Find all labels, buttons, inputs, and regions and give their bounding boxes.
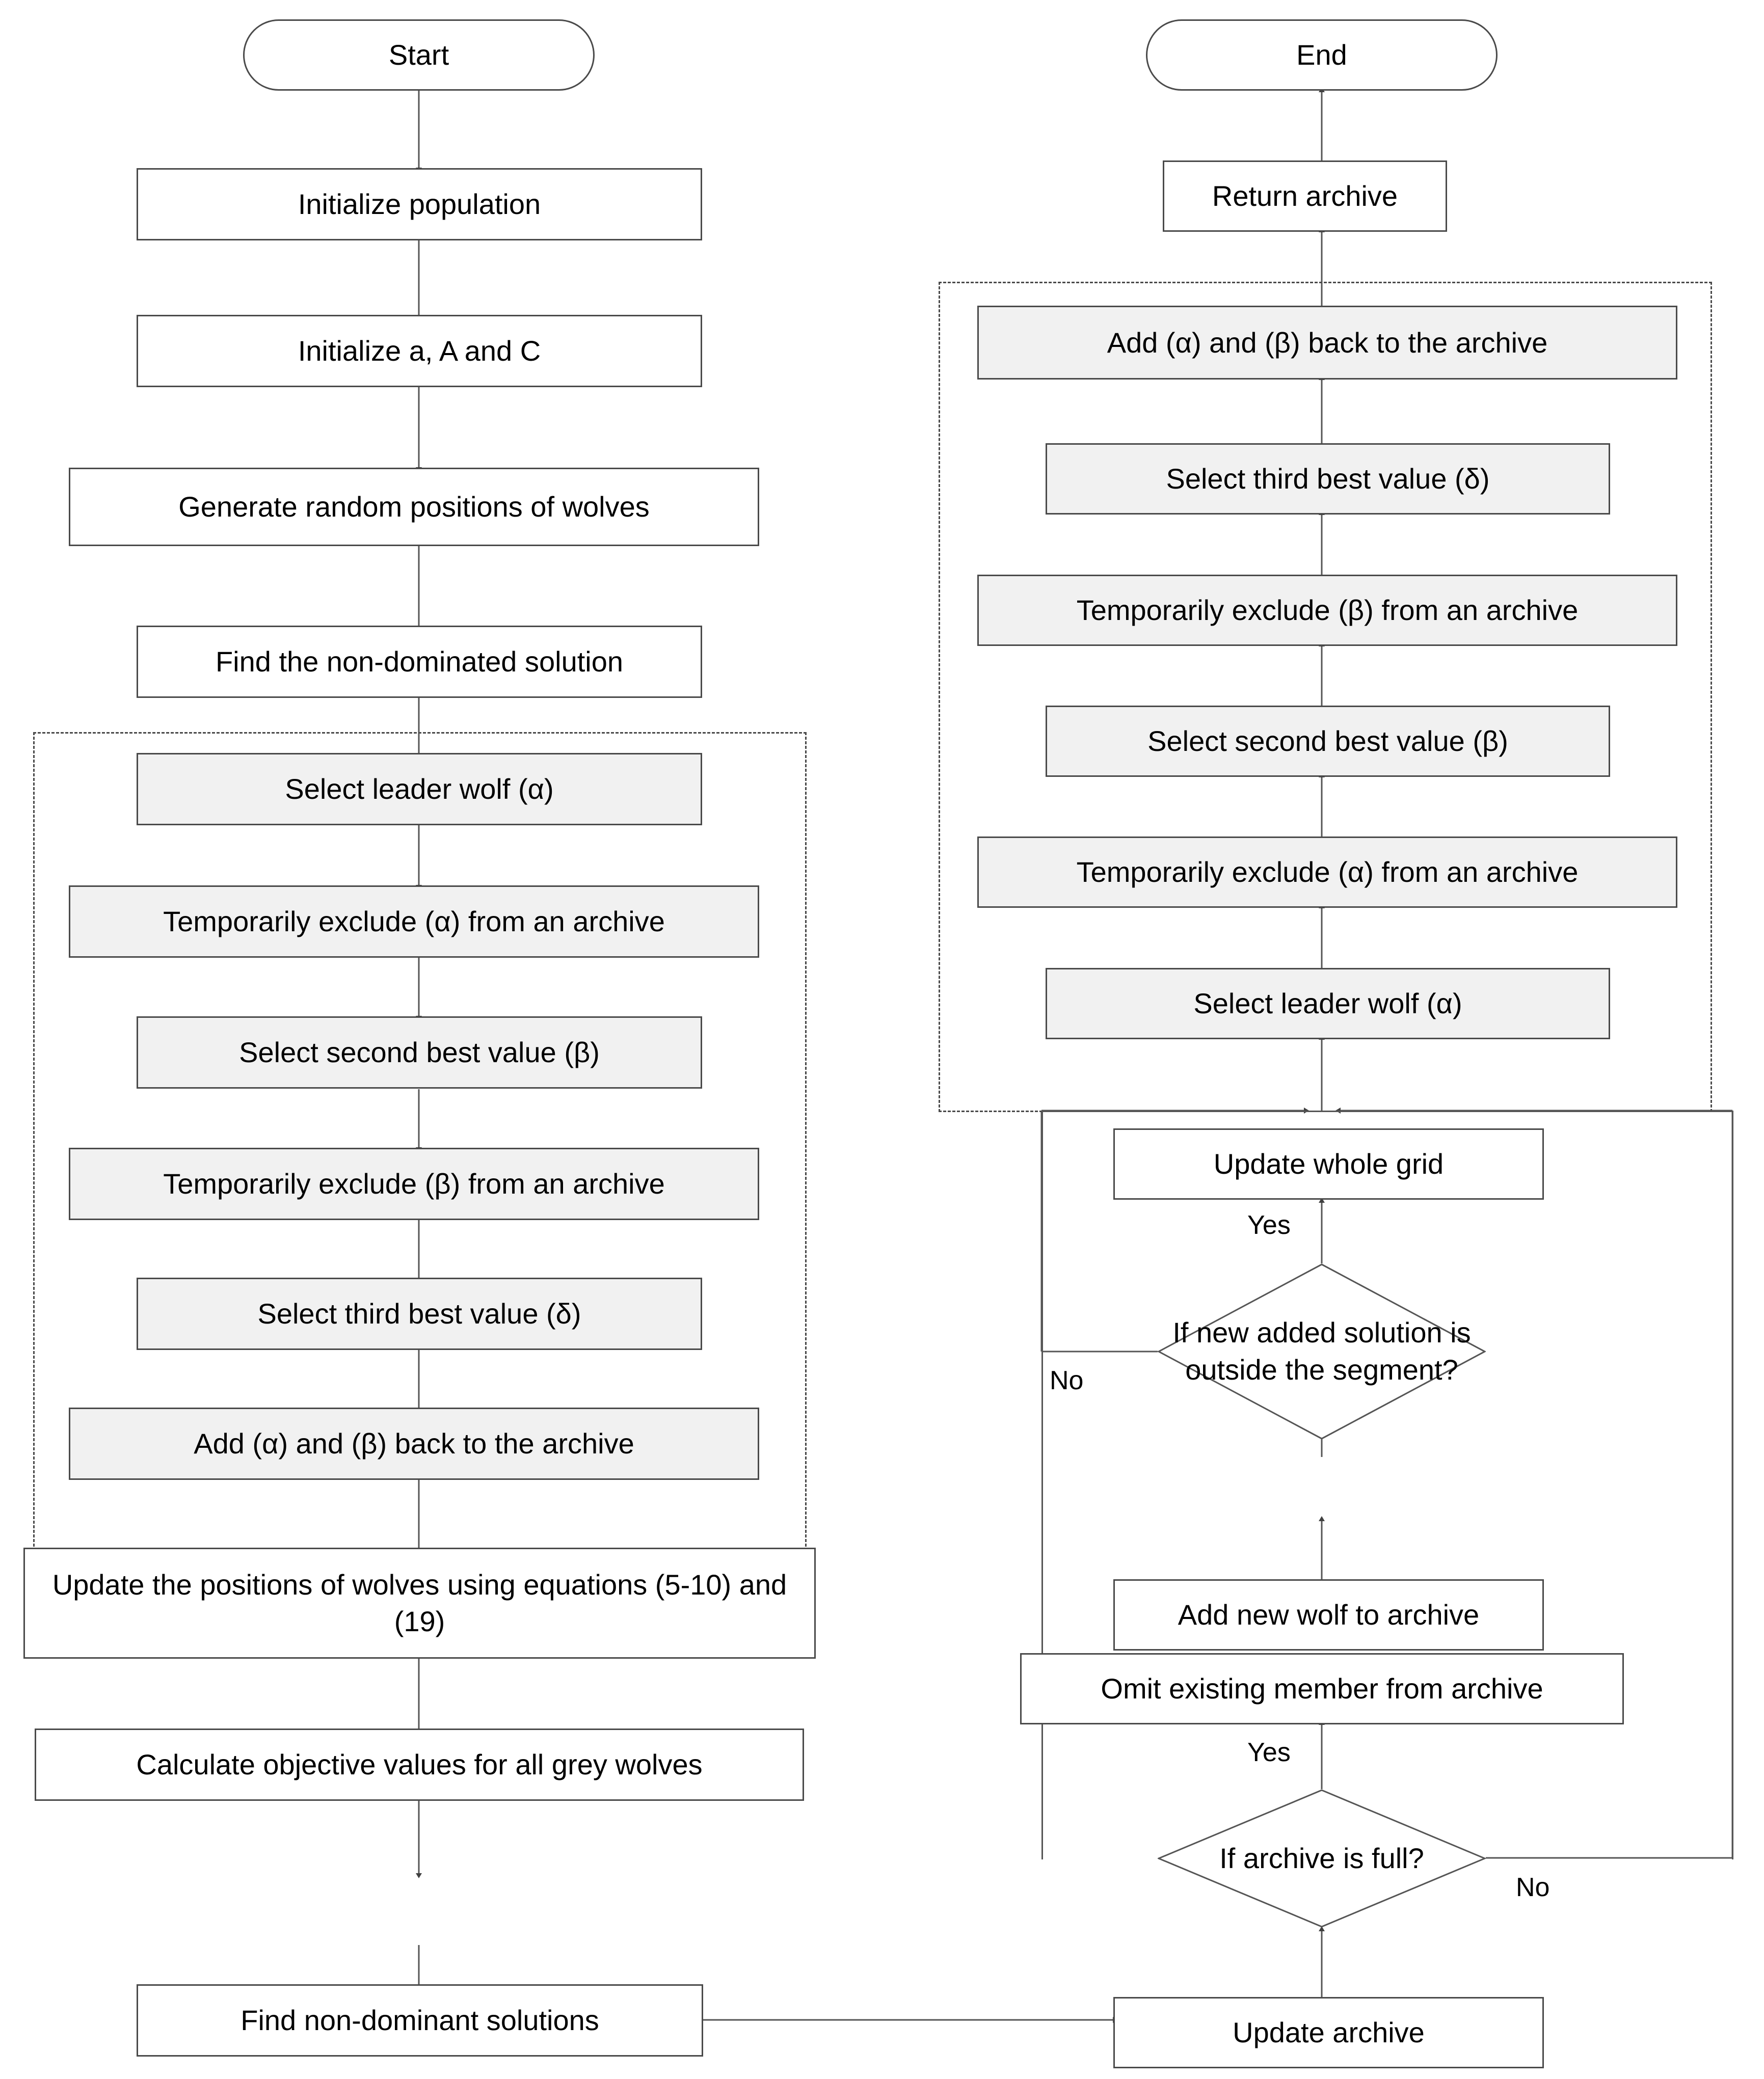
node-right-select-third-label: Select third best value (δ) bbox=[1166, 463, 1490, 495]
decision-segment[interactable]: If new added solution is outside the seg… bbox=[1157, 1263, 1487, 1440]
node-return-archive-label: Return archive bbox=[1212, 180, 1398, 212]
node-update-whole-grid[interactable]: Update whole grid bbox=[1113, 1128, 1544, 1200]
node-end-label: End bbox=[1296, 39, 1347, 71]
node-start-label: Start bbox=[388, 39, 449, 71]
node-left-exclude-beta[interactable]: Temporarily exclude (β) from an archive bbox=[69, 1148, 759, 1220]
node-left-select-third[interactable]: Select third best value (δ) bbox=[137, 1278, 702, 1350]
node-left-add-back-label: Add (α) and (β) back to the archive bbox=[194, 1427, 634, 1460]
node-initialize-a-A-C[interactable]: Initialize a, A and C bbox=[137, 315, 702, 387]
node-update-archive-label: Update archive bbox=[1233, 2016, 1425, 2049]
decision-archive-full-shape bbox=[1157, 1789, 1487, 1928]
decision-segment-label: If new added solution is outside the seg… bbox=[1172, 1316, 1471, 1386]
node-calculate-objective[interactable]: Calculate objective values for all grey … bbox=[35, 1729, 804, 1801]
edge-label-segment-no: No bbox=[1050, 1366, 1084, 1395]
node-left-select-second-label: Select second best value (β) bbox=[239, 1036, 600, 1069]
node-right-exclude-alpha[interactable]: Temporarily exclude (α) from an archive bbox=[977, 836, 1677, 908]
node-update-archive[interactable]: Update archive bbox=[1113, 1997, 1544, 2068]
edge-label-archive-full-yes: Yes bbox=[1247, 1738, 1291, 1767]
node-right-exclude-alpha-label: Temporarily exclude (α) from an archive bbox=[1076, 856, 1579, 888]
node-right-select-third[interactable]: Select third best value (δ) bbox=[1046, 443, 1610, 515]
node-update-positions-label: Update the positions of wolves using equ… bbox=[52, 1569, 787, 1637]
node-omit-existing-member-label: Omit existing member from archive bbox=[1101, 1672, 1543, 1705]
node-find-non-dominant-label: Find non-dominant solutions bbox=[240, 2004, 599, 2037]
node-start[interactable]: Start bbox=[243, 19, 595, 91]
node-find-non-dominated-label: Find the non-dominated solution bbox=[215, 645, 624, 678]
node-initialize-population[interactable]: Initialize population bbox=[137, 168, 702, 240]
node-find-non-dominant[interactable]: Find non-dominant solutions bbox=[137, 1984, 703, 2057]
node-right-exclude-beta-label: Temporarily exclude (β) from an archive bbox=[1076, 594, 1579, 627]
node-right-select-second[interactable]: Select second best value (β) bbox=[1046, 706, 1610, 777]
node-left-select-leader[interactable]: Select leader wolf (α) bbox=[137, 753, 702, 825]
edge-label-archive-full-no: No bbox=[1516, 1873, 1550, 1902]
node-left-exclude-alpha-label: Temporarily exclude (α) from an archive bbox=[163, 905, 665, 938]
node-right-add-back[interactable]: Add (α) and (β) back to the archive bbox=[977, 306, 1677, 380]
node-left-exclude-beta-label: Temporarily exclude (β) from an archive bbox=[163, 1168, 665, 1200]
node-right-add-back-label: Add (α) and (β) back to the archive bbox=[1107, 326, 1548, 359]
node-right-select-second-label: Select second best value (β) bbox=[1147, 725, 1508, 758]
node-initialize-a-A-C-label: Initialize a, A and C bbox=[298, 335, 541, 367]
decision-archive-full[interactable]: If archive is full? bbox=[1157, 1789, 1487, 1928]
edge-label-segment-yes: Yes bbox=[1247, 1210, 1291, 1240]
node-find-non-dominated[interactable]: Find the non-dominated solution bbox=[137, 626, 702, 698]
node-right-select-leader-label: Select leader wolf (α) bbox=[1193, 987, 1462, 1020]
node-left-select-second[interactable]: Select second best value (β) bbox=[137, 1016, 702, 1089]
node-initialize-population-label: Initialize population bbox=[298, 188, 541, 221]
node-generate-random-positions-label: Generate random positions of wolves bbox=[178, 491, 650, 523]
node-add-new-wolf-label: Add new wolf to archive bbox=[1178, 1599, 1480, 1631]
node-update-positions[interactable]: Update the positions of wolves using equ… bbox=[23, 1548, 816, 1659]
node-return-archive[interactable]: Return archive bbox=[1163, 160, 1447, 232]
node-calculate-objective-label: Calculate objective values for all grey … bbox=[136, 1748, 703, 1781]
node-update-whole-grid-label: Update whole grid bbox=[1213, 1148, 1444, 1180]
decision-segment-shape bbox=[1157, 1263, 1487, 1440]
node-end[interactable]: End bbox=[1146, 19, 1498, 91]
node-left-add-back[interactable]: Add (α) and (β) back to the archive bbox=[69, 1408, 759, 1480]
decision-archive-full-label: If archive is full? bbox=[1219, 1842, 1424, 1874]
node-left-select-third-label: Select third best value (δ) bbox=[257, 1298, 581, 1330]
node-omit-existing-member[interactable]: Omit existing member from archive bbox=[1020, 1653, 1624, 1724]
node-left-select-leader-label: Select leader wolf (α) bbox=[285, 773, 554, 805]
node-left-exclude-alpha[interactable]: Temporarily exclude (α) from an archive bbox=[69, 885, 759, 958]
node-right-select-leader[interactable]: Select leader wolf (α) bbox=[1046, 968, 1610, 1039]
node-add-new-wolf[interactable]: Add new wolf to archive bbox=[1113, 1579, 1544, 1651]
node-generate-random-positions[interactable]: Generate random positions of wolves bbox=[69, 468, 759, 546]
node-right-exclude-beta[interactable]: Temporarily exclude (β) from an archive bbox=[977, 575, 1677, 646]
archive-loop-group bbox=[1041, 1111, 1733, 1859]
